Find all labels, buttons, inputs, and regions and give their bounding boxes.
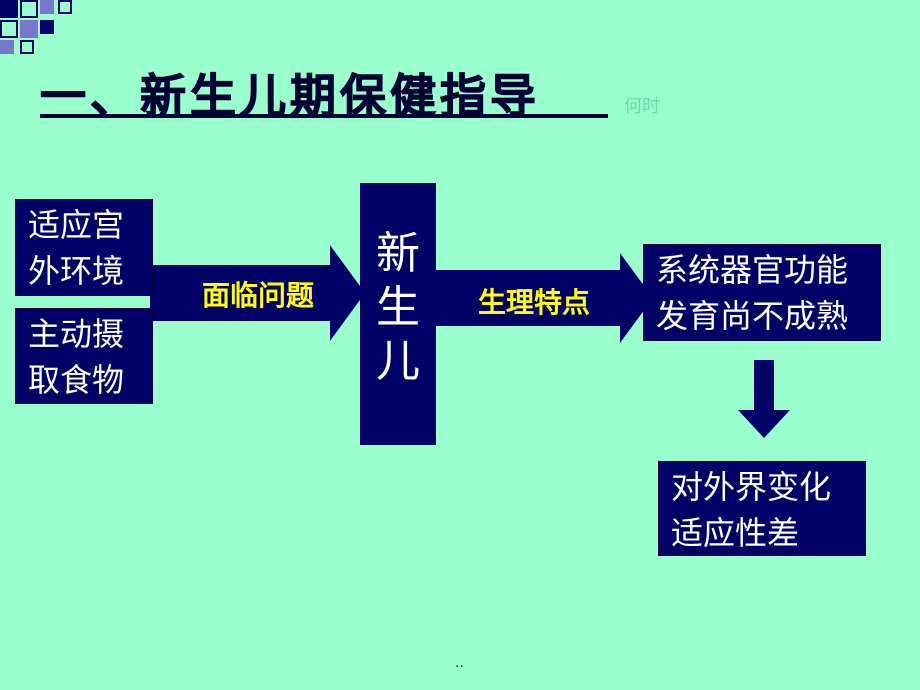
footer-mark: .. <box>455 655 464 671</box>
arrow2-label: 生理特点 <box>478 286 591 319</box>
arrow-left-to-center <box>150 245 365 341</box>
right-bottom-box-line2: 适应性差 <box>671 514 800 552</box>
center-box: 新 生 儿 <box>360 183 436 445</box>
left-top-box-line1: 适应宫 <box>28 206 125 244</box>
title-note: 何时 <box>624 96 660 117</box>
arrow-center-to-right <box>436 253 653 343</box>
arrow-down <box>738 360 790 438</box>
left-bottom-box-line2: 取食物 <box>28 361 125 399</box>
right-bottom-box-line1: 对外界变化 <box>671 468 832 506</box>
center-box-char3: 儿 <box>376 336 420 387</box>
left-top-box: 适应宫 外环境 <box>15 199 153 296</box>
left-bottom-box-line1: 主动摄 <box>28 315 125 353</box>
left-top-box-line2: 外环境 <box>28 252 125 290</box>
center-box-char2: 生 <box>376 282 420 333</box>
right-top-box-line1: 系统器官功能 <box>656 251 849 289</box>
center-box-char1: 新 <box>376 228 420 279</box>
title-underline <box>40 114 608 118</box>
right-top-box-line2: 发育尚不成熟 <box>656 297 849 335</box>
corner-decoration <box>0 0 75 55</box>
arrow1-label: 面临问题 <box>202 279 315 312</box>
right-top-box: 系统器官功能 发育尚不成熟 <box>643 244 881 341</box>
left-bottom-box: 主动摄 取食物 <box>15 308 153 404</box>
right-bottom-box: 对外界变化 适应性差 <box>658 461 866 556</box>
